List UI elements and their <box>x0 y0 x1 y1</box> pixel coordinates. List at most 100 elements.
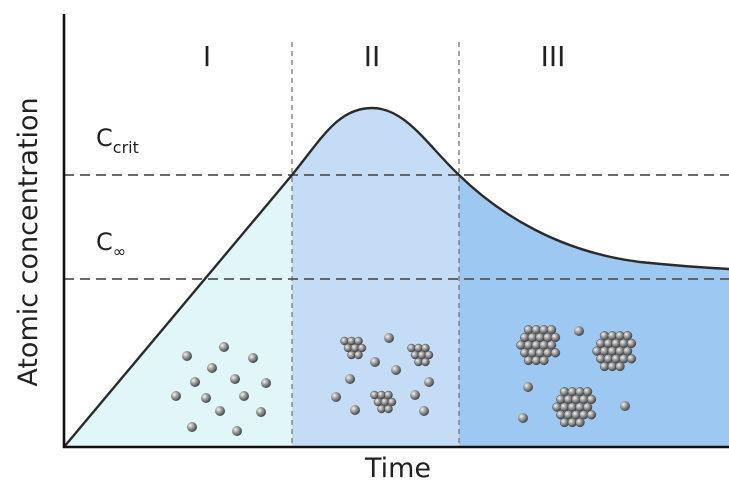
atom <box>230 374 240 384</box>
atom-cluster <box>407 343 434 367</box>
cluster-atom <box>626 354 637 364</box>
atom <box>424 377 434 387</box>
atom <box>574 326 584 336</box>
atom <box>171 391 181 401</box>
cluster-atom <box>539 355 549 366</box>
cluster-atom <box>380 397 390 407</box>
cluster-atom <box>377 404 386 414</box>
cluster-atom <box>523 325 534 335</box>
stage-3-region <box>459 175 729 447</box>
cluster-atom <box>421 343 430 353</box>
cluster-atom <box>607 331 617 341</box>
cluster-atom <box>559 417 570 428</box>
cluster-atom <box>531 325 541 335</box>
cluster-atom <box>622 346 633 356</box>
atom <box>518 413 528 423</box>
cluster-atom <box>354 350 363 360</box>
cluster-atom <box>599 361 610 372</box>
cluster-atom <box>599 346 610 356</box>
cluster-atom <box>579 394 589 405</box>
cluster-atom <box>384 390 393 400</box>
atom <box>201 393 211 403</box>
atom-clusters <box>340 325 637 428</box>
atom <box>256 407 266 417</box>
cluster-atom <box>543 332 553 343</box>
cluster-atom <box>410 350 420 360</box>
equilibrium-level-label: C∞ <box>96 228 126 261</box>
cluster-atom <box>343 343 353 353</box>
atom <box>419 406 429 416</box>
cluster-atom <box>546 340 557 350</box>
cluster-atom <box>414 357 423 367</box>
cluster-atom <box>559 402 570 412</box>
atom-cluster <box>516 325 561 366</box>
atom <box>207 363 217 373</box>
cluster-atom <box>622 331 633 341</box>
y-axis-title: Atomic concentration <box>13 97 44 386</box>
cluster-atom <box>575 417 585 428</box>
stage-1-atoms <box>171 342 271 436</box>
cluster-atom <box>556 410 566 420</box>
atom <box>239 391 249 401</box>
cluster-atom <box>523 355 534 366</box>
atom <box>219 342 229 352</box>
cluster-atom <box>596 338 606 349</box>
atom-cluster <box>552 387 597 428</box>
cluster-atom <box>421 357 430 367</box>
cluster-atom <box>357 343 367 353</box>
cluster-atom <box>586 394 597 405</box>
stage-2-atoms <box>331 333 434 416</box>
stage-label-2: II <box>364 40 381 73</box>
atom <box>232 426 242 436</box>
cluster-atom <box>550 348 561 358</box>
atom <box>523 382 533 392</box>
cluster-atom <box>546 325 557 335</box>
stage-label-3: III <box>541 40 566 73</box>
cluster-atom <box>520 348 530 358</box>
cluster-atom <box>563 410 574 420</box>
cluster-atom <box>567 387 577 397</box>
cluster-atom <box>571 410 581 420</box>
atom <box>384 333 394 343</box>
atom-cluster <box>340 336 367 360</box>
cluster-atom <box>619 338 629 349</box>
atom-cluster <box>370 390 397 414</box>
cluster-atom <box>377 390 386 400</box>
cluster-atom <box>611 354 621 364</box>
cluster-atom <box>603 338 614 349</box>
cluster-atom <box>527 348 538 358</box>
critical-level-label: Ccrit <box>96 124 139 157</box>
cluster-atom <box>520 332 530 343</box>
cluster-atom <box>599 331 610 341</box>
atom <box>190 377 200 387</box>
cluster-atom <box>523 340 534 350</box>
cluster-atom <box>611 338 621 349</box>
atom <box>215 406 225 416</box>
atom <box>187 422 197 432</box>
atom <box>620 401 630 411</box>
cluster-atom <box>559 387 570 397</box>
cluster-atom <box>567 417 577 428</box>
cluster-atom <box>347 336 356 346</box>
cluster-atom <box>384 404 393 414</box>
critical-level-subscript: crit <box>113 138 139 157</box>
atom <box>182 351 192 361</box>
cluster-atom <box>586 410 597 420</box>
stage-label-1: I <box>203 40 211 73</box>
cluster-atom <box>563 394 574 405</box>
cluster-atom <box>535 348 545 358</box>
atom <box>248 353 258 363</box>
cluster-atom <box>615 361 625 372</box>
atom <box>370 357 380 367</box>
cluster-atom <box>417 350 427 360</box>
cluster-atom <box>354 336 363 346</box>
cluster-atom <box>407 343 416 353</box>
cluster-atom <box>626 338 637 349</box>
cluster-atom <box>596 354 606 364</box>
equilibrium-level-subscript: ∞ <box>113 242 126 261</box>
atom-cluster <box>592 331 637 372</box>
cluster-atom <box>340 336 349 346</box>
cluster-atom <box>603 354 614 364</box>
cluster-atom <box>556 394 566 405</box>
